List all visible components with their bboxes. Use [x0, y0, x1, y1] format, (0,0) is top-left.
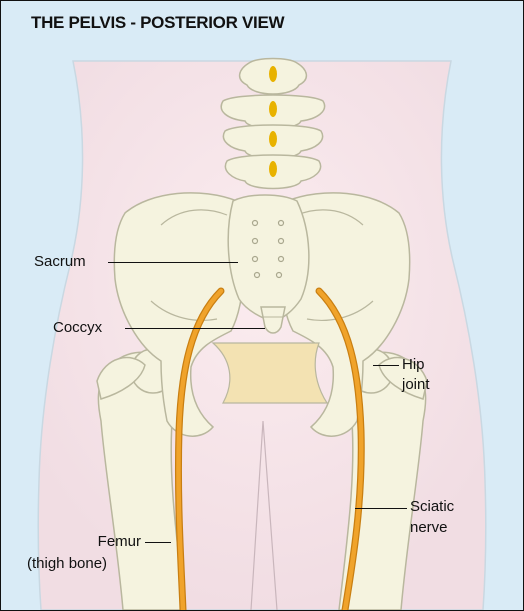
- pubic-region: [213, 343, 327, 403]
- label-sacrum: Sacrum: [34, 252, 86, 271]
- label-coccyx: Coccyx: [53, 318, 102, 337]
- label-sciatic-line1: Sciatic: [410, 497, 454, 516]
- label-femur-line2: (thigh bone): [27, 554, 107, 573]
- label-hip-line1: Hip: [402, 355, 425, 374]
- leader-sacrum: [108, 262, 238, 263]
- label-sciatic-line2: nerve: [410, 518, 448, 537]
- label-hip-line2: joint: [402, 375, 430, 394]
- leader-coccyx: [125, 328, 265, 329]
- leader-femur: [145, 542, 171, 543]
- leader-hip-joint: [373, 365, 399, 366]
- label-femur-line1: Femur: [61, 532, 141, 551]
- leader-sciatic: [355, 508, 407, 509]
